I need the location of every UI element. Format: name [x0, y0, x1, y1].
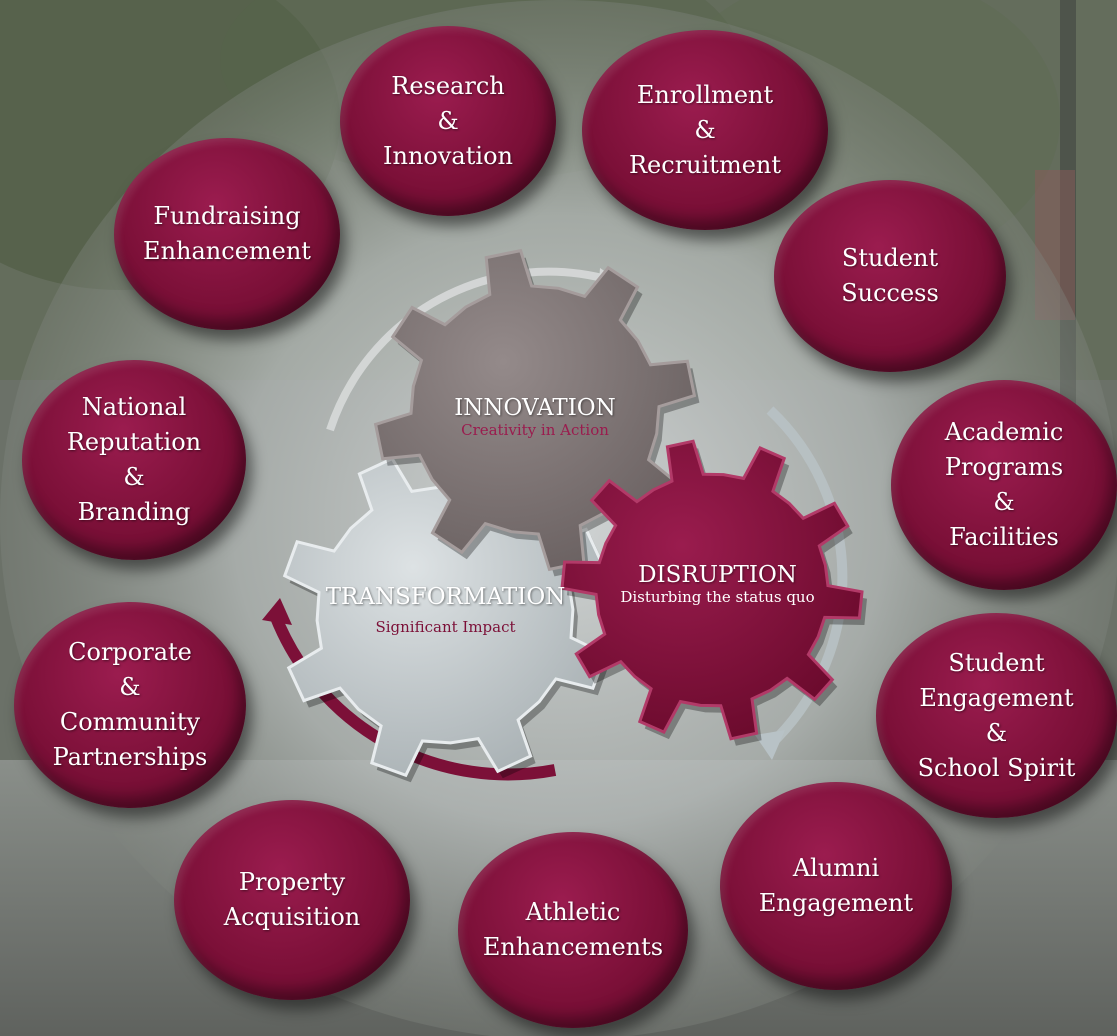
transformation-label: TRANSFORMATION Significant Impact — [318, 584, 573, 636]
transformation-subtitle: Significant Impact — [375, 618, 516, 636]
circle-alumni: Alumni Engagement — [720, 782, 952, 990]
circle-national: National Reputation & Branding — [22, 360, 246, 560]
circle-property: Property Acquisition — [174, 800, 410, 1000]
transformation-title: TRANSFORMATION — [325, 584, 566, 610]
transformation-gear — [282, 452, 611, 783]
circle-fundraising: Fundraising Enhancement — [114, 138, 340, 330]
circle-corporate: Corporate & Community Partnerships — [14, 602, 246, 808]
disruption-title: DISRUPTION — [638, 562, 797, 588]
circle-student-success-label: Student Success — [841, 244, 939, 307]
circle-engagement: Student Engagement & School Spirit — [876, 613, 1117, 818]
circle-national-label: National Reputation & Branding — [66, 393, 202, 526]
circle-athletic-label: Athletic Enhancements — [482, 898, 664, 961]
circle-engagement-label: Student Engagement & School Spirit — [917, 648, 1076, 782]
circle-property-label: Property Acquisition — [223, 868, 361, 931]
circle-fundraising-label: Fundraising Enhancement — [143, 202, 311, 265]
innovation-subtitle: Creativity in Action — [461, 421, 609, 439]
disruption-gear — [560, 439, 867, 746]
circle-academic: Academic Programs & Facilities — [891, 380, 1117, 590]
circle-alumni-label: Alumni Engagement — [758, 854, 914, 917]
circle-corporate-label: Corporate & Community Partnerships — [52, 638, 208, 771]
circle-athletic: Athletic Enhancements — [458, 832, 688, 1028]
circle-enrollment-label: Enrollment & Recruitment — [628, 80, 782, 179]
circle-research: Research & Innovation — [340, 26, 556, 216]
circle-research-label: Research & Innovation — [383, 71, 513, 170]
circle-academic-label: Academic Programs & Facilities — [944, 418, 1064, 551]
disruption-label: DISRUPTION Disturbing the status quo — [585, 562, 850, 606]
circle-student-success: Student Success — [774, 180, 1006, 372]
disruption-subtitle: Disturbing the status quo — [620, 588, 815, 606]
innovation-title: INNOVATION — [454, 395, 616, 421]
circle-enrollment: Enrollment & Recruitment — [582, 30, 828, 230]
innovation-label: INNOVATION Creativity in Action — [420, 395, 650, 439]
